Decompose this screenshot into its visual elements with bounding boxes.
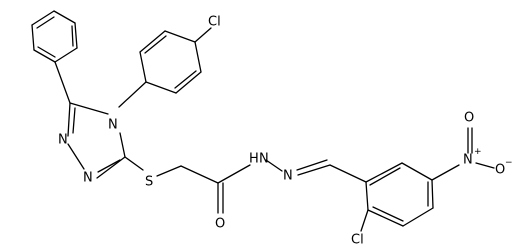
atom-nh-nitrogen: N <box>259 152 269 167</box>
atom-n-nitro: N <box>463 153 473 168</box>
bonds <box>31 10 495 232</box>
atom-o-carbonyl: O <box>215 217 225 232</box>
atom-cl-bottom: Cl <box>351 233 364 248</box>
atom-s-thioether: S <box>145 175 153 190</box>
nitro-n-charge: + <box>474 147 482 157</box>
nitro-o-charge: − <box>505 158 512 168</box>
atom-labels: Cl N N N S O H N N Cl N + O O − <box>58 15 512 248</box>
atom-nh-hydrogen: H <box>249 152 259 167</box>
atom-n-imine: N <box>283 169 293 184</box>
atom-cl-top: Cl <box>208 15 221 30</box>
atom-o-nitro-top: O <box>464 111 474 126</box>
atom-n-ring-b: N <box>83 171 93 186</box>
atom-n-ring-a: N <box>58 133 68 148</box>
atom-n-triazole: N <box>108 118 118 133</box>
atom-o-nitro-right: O <box>495 163 505 178</box>
